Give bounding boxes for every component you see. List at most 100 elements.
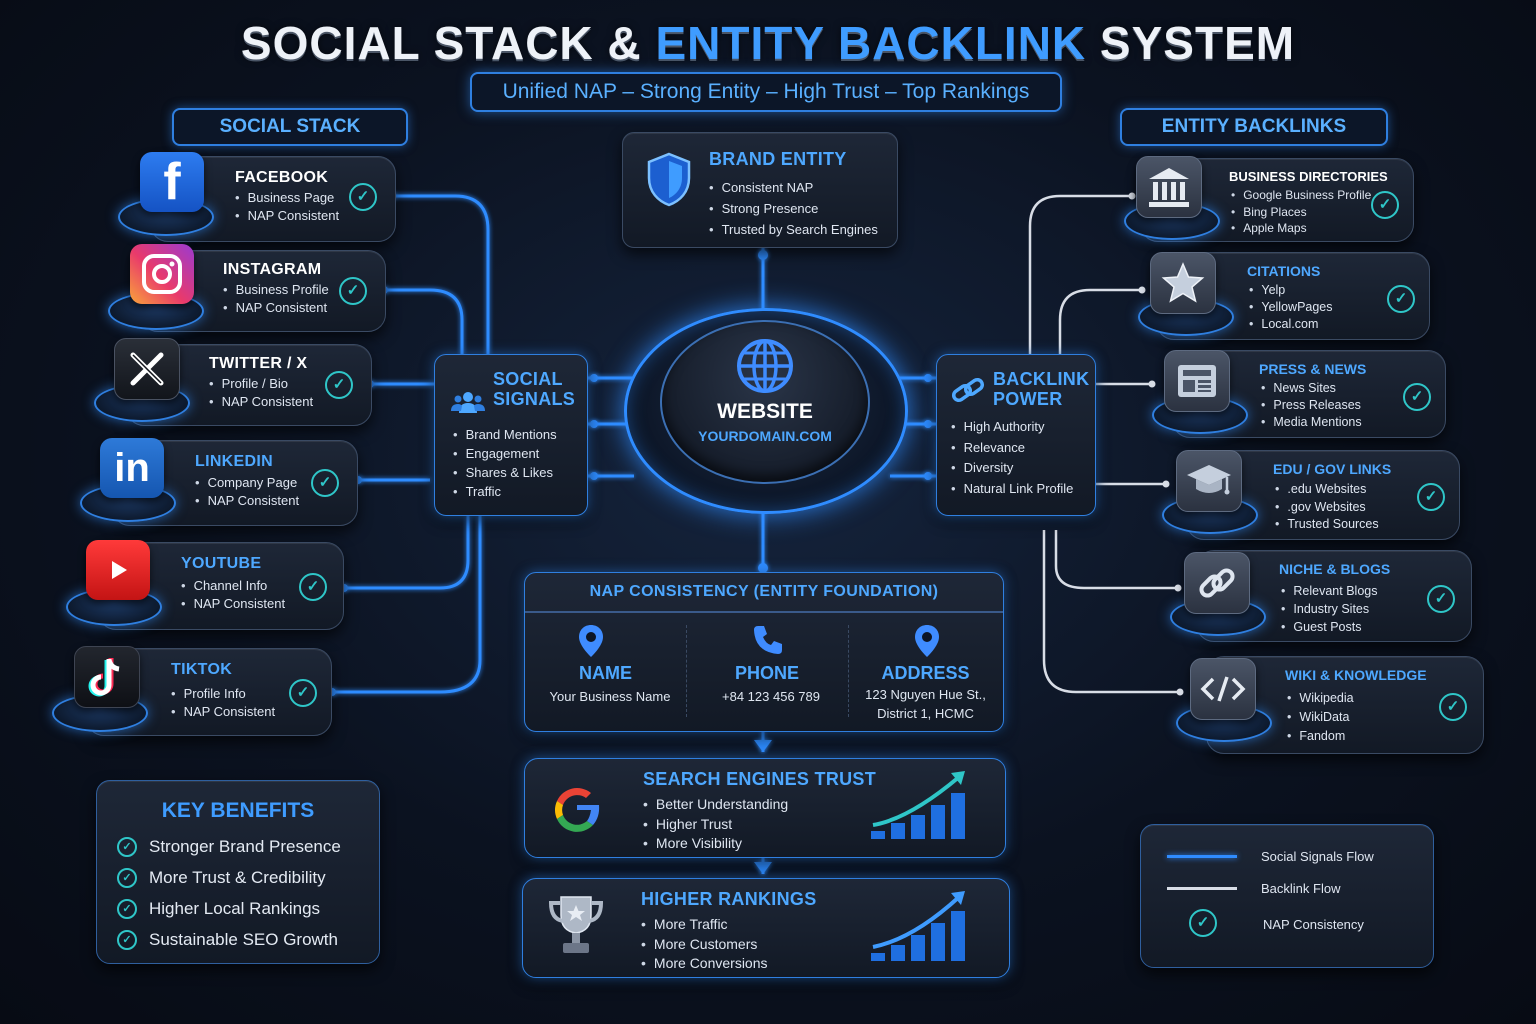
niche-blogs-title: NICHE & BLOGS <box>1279 561 1391 577</box>
linkedin-line-2: NAP Consistent <box>195 492 300 510</box>
higher-rankings-line-1: More Traffic <box>641 915 768 935</box>
niche-blogs-line-1: Relevant Blogs <box>1281 582 1377 600</box>
growth-chart-icon <box>869 769 973 850</box>
twitter-line-2: NAP Consistent <box>209 393 314 411</box>
brand-entity-line-2: Strong Presence <box>709 198 878 219</box>
wiki-knowledge-line-1: Wikipedia <box>1287 689 1353 708</box>
social-signals-line-1: Brand Mentions <box>453 425 557 444</box>
newspaper-icon[interactable] <box>1164 350 1230 412</box>
nap-consistency-card[interactable]: NAP CONSISTENCY (ENTITY FOUNDATION) NAME… <box>524 572 1004 732</box>
edu-gov-title: EDU / GOV LINKS <box>1273 461 1392 477</box>
website-hub[interactable]: WEBSITE YOURDOMAIN.COM <box>660 320 870 484</box>
twitter-check-icon: ✓ <box>325 371 353 399</box>
tiktok-line-2: NAP Consistent <box>171 703 276 721</box>
brand-entity-card[interactable]: BRAND ENTITY Consistent NAP Strong Prese… <box>622 132 898 248</box>
star-icon[interactable] <box>1150 252 1216 314</box>
page-subtitle: Unified NAP – Strong Entity – High Trust… <box>470 72 1062 112</box>
youtube-icon[interactable] <box>86 540 150 600</box>
nap-check-icon: ✓ <box>1189 909 1217 937</box>
code-icon[interactable] <box>1190 658 1256 720</box>
press-news-line-2: Press Releases <box>1261 397 1362 414</box>
legend-backlink-flow: Backlink Flow <box>1261 881 1341 896</box>
nap-address-label: ADDRESS <box>881 663 970 683</box>
key-benefits-title: KEY BENEFITS <box>161 799 315 822</box>
entity-backlinks-header: ENTITY BACKLINKS <box>1120 108 1388 146</box>
press-news-line-1: News Sites <box>1261 380 1362 397</box>
social-flow-line <box>1167 855 1237 858</box>
page-title: SOCIAL STACK & ENTITY BACKLINK SYSTEM <box>240 17 1296 69</box>
higher-rankings-line-2: More Customers <box>641 935 768 955</box>
edu-gov-line-1: .edu Websites <box>1275 481 1379 499</box>
citations-title: CITATIONS <box>1247 263 1321 279</box>
press-news-check-icon: ✓ <box>1403 383 1431 411</box>
legend-card: Social Signals Flow Backlink Flow ✓ NAP … <box>1140 824 1434 968</box>
legend-social-flow: Social Signals Flow <box>1261 849 1374 864</box>
rankings-chart-icon <box>869 887 973 970</box>
instagram-line-2: NAP Consistent <box>223 299 329 317</box>
address-pin-icon <box>913 623 941 664</box>
graduation-cap-icon[interactable] <box>1176 450 1242 512</box>
facebook-icon[interactable]: f <box>140 152 204 212</box>
higher-rankings-line-3: More Conversions <box>641 954 768 974</box>
facebook-line-2: NAP Consistent <box>235 207 340 225</box>
link-icon[interactable] <box>1184 552 1250 614</box>
search-trust-card[interactable]: SEARCH ENGINES TRUST Better Understandin… <box>524 758 1006 858</box>
linkedin-icon[interactable]: in <box>100 438 164 498</box>
nap-phone-label: PHONE <box>734 663 799 683</box>
wiki-knowledge-line-3: Fandom <box>1287 727 1354 746</box>
trophy-icon <box>545 893 607 964</box>
wiki-knowledge-line-2: WikiData <box>1287 708 1354 727</box>
users-icon <box>451 389 485 420</box>
phone-icon <box>751 623 785 662</box>
globe-icon <box>732 338 798 399</box>
tiktok-check-icon: ✓ <box>289 679 317 707</box>
check-icon: ✓ <box>117 836 137 857</box>
twitter-line-1: Profile / Bio <box>209 375 313 393</box>
x-icon[interactable] <box>114 338 180 400</box>
website-domain: YOURDOMAIN.COM <box>698 428 832 444</box>
search-trust-line-2: Higher Trust <box>643 815 788 835</box>
key-benefits-card: KEY BENEFITS ✓Stronger Brand Presence ✓M… <box>96 780 380 964</box>
backlink-power-line-1: High Authority <box>951 417 1073 438</box>
nap-divider <box>525 611 1003 613</box>
check-icon: ✓ <box>117 898 137 919</box>
instagram-icon[interactable] <box>130 244 194 304</box>
website-label: WEBSITE <box>717 400 813 423</box>
nap-col-separator-1 <box>686 625 687 717</box>
search-trust-title: SEARCH ENGINES TRUST <box>643 769 877 789</box>
edu-gov-check-icon: ✓ <box>1417 483 1445 511</box>
business-directories-line-3: Apple Maps <box>1231 220 1371 237</box>
brand-entity-line-1: Consistent NAP <box>709 177 878 198</box>
wiki-knowledge-check-icon: ✓ <box>1439 693 1467 721</box>
linkedin-title: LINKEDIN <box>195 453 273 470</box>
niche-blogs-line-3: Guest Posts <box>1281 618 1377 636</box>
business-directories-line-2: Bing Places <box>1231 204 1371 221</box>
search-trust-line-3: More Visibility <box>643 834 788 854</box>
citations-line-2: YellowPages <box>1249 299 1332 316</box>
key-benefit-item: ✓More Trust & Credibility <box>117 862 341 893</box>
brand-entity-line-3: Trusted by Search Engines <box>709 219 878 240</box>
nap-title: NAP CONSISTENCY (ENTITY FOUNDATION) <box>589 583 939 600</box>
bank-icon[interactable] <box>1136 156 1202 218</box>
backlink-flow-line <box>1167 887 1237 890</box>
nap-name-label: NAME <box>579 663 632 683</box>
check-icon: ✓ <box>117 929 137 950</box>
citations-line-1: Yelp <box>1249 282 1333 299</box>
nap-name-value: Your Business Name <box>549 689 671 704</box>
social-signals-line-3: Shares & Likes <box>453 463 557 482</box>
higher-rankings-card[interactable]: HIGHER RANKINGS More Traffic More Custom… <box>522 878 1010 978</box>
higher-rankings-title: HIGHER RANKINGS <box>641 889 817 909</box>
niche-blogs-line-2: Industry Sites <box>1281 600 1377 618</box>
key-benefit-item: ✓Stronger Brand Presence <box>117 831 341 862</box>
citations-line-3: Local.com <box>1249 316 1333 333</box>
instagram-check-icon: ✓ <box>339 277 367 305</box>
edu-gov-line-2: .gov Websites <box>1275 499 1379 517</box>
legend-nap-consistency: NAP Consistency <box>1263 917 1364 932</box>
location-pin-icon <box>577 623 605 664</box>
wiki-knowledge-title: WIKI & KNOWLEDGE <box>1285 667 1427 683</box>
tiktok-icon[interactable] <box>74 646 140 708</box>
tiktok-line-1: Profile Info <box>171 685 275 703</box>
